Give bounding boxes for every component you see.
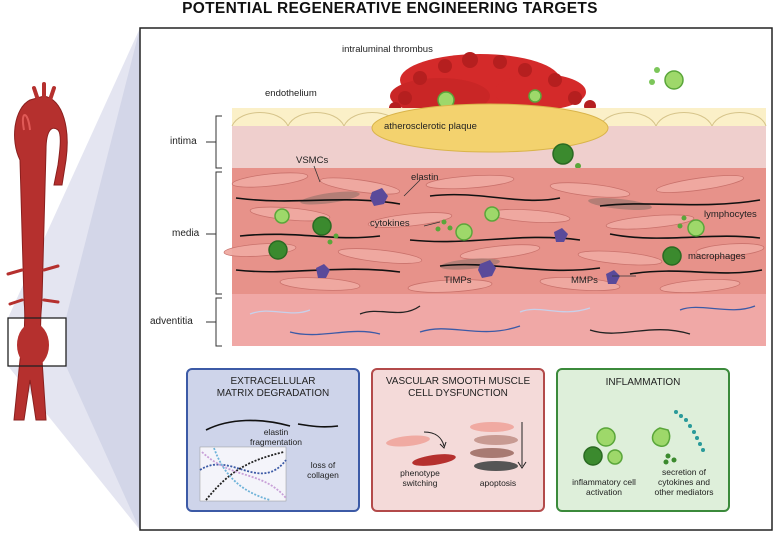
label-loss-of-collagen: loss of collagen — [307, 460, 339, 480]
lymphocyte-cell — [664, 70, 684, 90]
layer-brackets — [206, 115, 222, 347]
label-cytokines: cytokines — [370, 218, 410, 229]
label-inflammatory-cell-activation: inflammatory cell activation — [572, 477, 636, 497]
label-elastin: elastin — [411, 172, 439, 183]
label-macrophages: macrophages — [688, 251, 746, 262]
media-macrophages — [268, 216, 682, 266]
label-cytokine-secretion: secretion of cytokines and other mediato… — [654, 467, 714, 497]
label-elastin-fragmentation: elastin fragmentation — [250, 427, 302, 447]
figure-title: POTENTIAL REGENERATIVE ENGINEERING TARGE… — [182, 0, 598, 17]
aneurysm-highlight-box — [7, 317, 67, 367]
aorta-icon — [6, 82, 68, 421]
label-timps: TIMPs — [444, 275, 472, 286]
label-intraluminal-thrombus: intraluminal thrombus — [342, 44, 433, 55]
vsmc-panel-title: VASCULAR SMOOTH MUSCLE CELL DYSFUNCTION — [385, 376, 531, 399]
adventitia-layer — [232, 294, 766, 346]
smooth-muscle-cells — [223, 172, 765, 294]
label-atherosclerotic-plaque: atherosclerotic plaque — [384, 121, 477, 132]
mmp-molecules — [316, 188, 620, 284]
label-intima: intima — [170, 136, 197, 147]
label-adventitia: adventitia — [150, 316, 193, 327]
ecm-panel-title: EXTRACELLULAR MATRIX DEGRADATION — [216, 376, 330, 399]
label-mmps: MMPs — [571, 275, 598, 286]
inflammation-panel-title: INFLAMMATION — [605, 377, 681, 388]
macrophage-cell — [552, 143, 574, 165]
label-phenotype-switching: phenotype switching — [400, 468, 440, 488]
collagen-fibers — [249, 305, 756, 336]
label-apoptosis: apoptosis — [479, 478, 517, 488]
label-vsmcs: VSMCs — [296, 155, 329, 166]
media-lymphocytes — [274, 206, 705, 241]
atherosclerotic-plaque — [371, 103, 609, 153]
label-lymphocytes: lymphocytes — [704, 209, 757, 220]
endothelium-layer — [231, 108, 767, 127]
label-endothelium: endothelium — [265, 88, 317, 99]
label-media: media — [172, 228, 200, 239]
inflammation-panel — [556, 368, 730, 512]
